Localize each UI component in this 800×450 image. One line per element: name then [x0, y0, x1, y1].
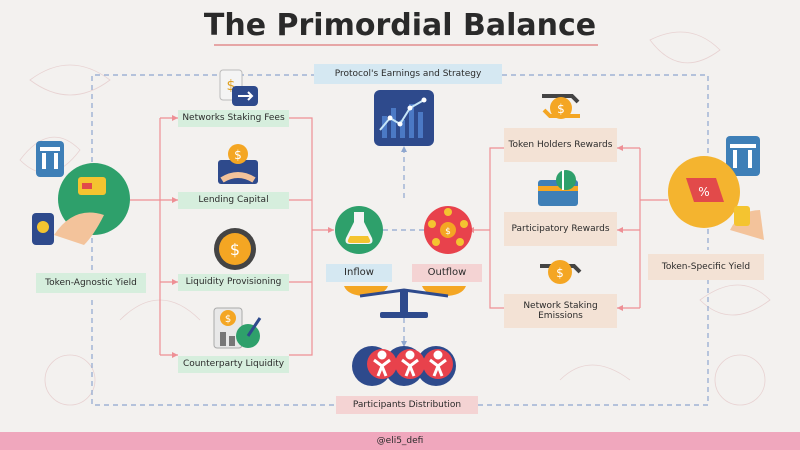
earnings-chart-icon	[374, 90, 434, 146]
outflow-label: Outflow	[412, 264, 482, 282]
participatory-rewards-icon	[538, 170, 578, 206]
token-agnostic-yield-label: Token-Agnostic Yield	[36, 273, 146, 293]
lending-capital-icon: $	[218, 144, 258, 184]
outflow-network-icon: $	[424, 206, 472, 254]
footer-handle: @eli5_defi	[0, 432, 800, 450]
counterparty-liquidity-icon: $	[213, 307, 262, 349]
right-item-participatory-rewards: Participatory Rewards	[504, 212, 617, 246]
networks-staking-icon: $	[219, 69, 258, 106]
svg-text:$: $	[557, 102, 565, 116]
svg-text:%: %	[698, 185, 709, 199]
participants-distribution-label: Participants Distribution	[336, 396, 478, 414]
token-agnostic-icon	[32, 141, 130, 245]
page-title: The Primordial Balance	[203, 8, 597, 43]
right-item-token-holders-rewards: Token Holders Rewards	[504, 128, 617, 162]
inflow-flask-icon	[335, 206, 383, 254]
svg-text:$: $	[225, 314, 231, 325]
left-item-networks-staking-fees: Networks Staking Fees	[178, 110, 289, 127]
token-specific-icon: %	[668, 136, 764, 240]
participants-icon	[352, 346, 456, 386]
left-item-liquidity-provisioning: Liquidity Provisioning	[178, 274, 289, 291]
svg-text:$: $	[556, 266, 564, 280]
balance-scale-icon	[344, 286, 466, 318]
inflow-label: Inflow	[326, 264, 392, 282]
svg-text:$: $	[230, 240, 240, 259]
title-underline	[214, 44, 598, 46]
earnings-strategy-label: Protocol's Earnings and Strategy	[314, 64, 502, 84]
left-item-counterparty-liquidity: Counterparty Liquidity	[178, 356, 289, 373]
left-item-lending-capital: Lending Capital	[178, 192, 289, 209]
liquidity-provisioning-icon: $	[214, 228, 256, 270]
network-staking-emissions-icon: $	[540, 260, 582, 284]
token-holders-icon: $	[542, 94, 580, 119]
right-item-network-staking-emissions: Network Staking Emissions	[504, 294, 617, 328]
svg-text:$: $	[234, 148, 242, 162]
svg-text:$: $	[227, 78, 236, 94]
svg-text:$: $	[445, 227, 451, 237]
token-specific-yield-label: Token-Specific Yield	[648, 254, 764, 280]
